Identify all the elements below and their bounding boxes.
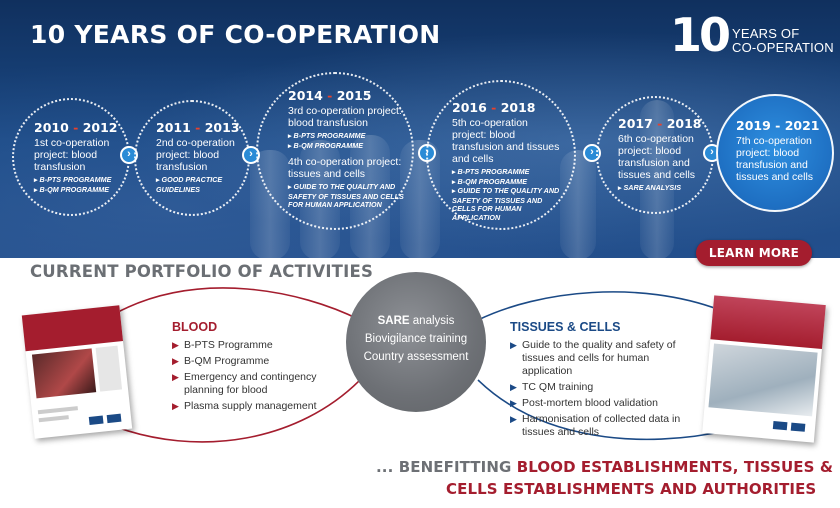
sare-rest: analysis bbox=[409, 315, 455, 327]
timeline-circle-2014-2015[interactable]: 2014 - 2015 3rd co-operation project: bl… bbox=[256, 72, 414, 230]
banner-title: 10 YEARS OF CO-OPERATION bbox=[30, 20, 441, 49]
timeline-title: 1st co-operation project: blood transfus… bbox=[34, 137, 110, 173]
benefit-statement-line1: ... BENEFITTING BLOOD ESTABLISHMENTS, TI… bbox=[376, 458, 833, 476]
timeline-sub: GUIDE TO THE QUALITY AND SAFETY OF TISSU… bbox=[288, 182, 404, 209]
ten-years-logo: 10 YEARS OF CO-OPERATION bbox=[670, 12, 835, 66]
list-item: ▶B-QM Programme bbox=[172, 355, 270, 367]
tissues-title: TISSUES & CELLS bbox=[510, 320, 621, 334]
timeline-years: 2019 - 2021 bbox=[736, 118, 820, 133]
list-item-text: Emergency and contingency planning for b… bbox=[184, 371, 317, 396]
sare-label: SARE bbox=[377, 315, 410, 327]
blood-title: BLOOD bbox=[172, 320, 218, 334]
timeline-title-2: 4th co-operation project: tissues and ce… bbox=[288, 156, 402, 180]
list-item-text: Guide to the quality and safety of tissu… bbox=[522, 339, 676, 377]
list-item: ▶Plasma supply management bbox=[172, 400, 317, 412]
benefit-statement-line2: CELLS ESTABLISHMENTS AND AUTHORITIES bbox=[446, 480, 817, 498]
coe-flag-icon bbox=[106, 413, 122, 424]
cover-photo bbox=[708, 343, 818, 417]
cover-line bbox=[37, 406, 78, 415]
list-item-text: Post-mortem blood validation bbox=[522, 397, 658, 409]
year-end: 2021 bbox=[784, 118, 820, 133]
center-line-country: Country assessment bbox=[363, 351, 469, 363]
timeline-years: 2017 - 2018 bbox=[618, 116, 702, 131]
timeline-sub: GOOD PRACTICE GUIDELINES bbox=[156, 175, 223, 194]
timeline-circle-2019-2021[interactable]: 2019 - 2021 7th co-operation project: bl… bbox=[716, 94, 834, 212]
hero-banner: 10 YEARS OF CO-OPERATION 10 YEARS OF CO-… bbox=[0, 0, 840, 258]
timeline-subs: ▸B-PTS PROGRAMME ▸B-QM PROGRAMME ▸GUIDE … bbox=[452, 167, 560, 222]
year-start: 2019 bbox=[736, 118, 771, 133]
eu-flag-icon bbox=[772, 421, 788, 431]
list-item: ▶Emergency and contingency planning for … bbox=[172, 371, 317, 396]
blood-list: ▶B-PTS Programme ▶B-QM Programme ▶Emerge… bbox=[172, 339, 322, 416]
cover-line bbox=[38, 415, 69, 423]
timeline-circle-2016-2018[interactable]: 2016 - 2018 5th co-operation project: bl… bbox=[426, 80, 576, 230]
center-line-sare: SARE analysis bbox=[346, 312, 486, 330]
learn-more-button[interactable]: LEARN MORE bbox=[696, 240, 812, 266]
timeline-years: 2016 - 2018 bbox=[452, 100, 536, 115]
timeline-subs-2: ▸GUIDE TO THE QUALITY AND SAFETY OF TISS… bbox=[288, 182, 404, 209]
list-item: ▶Post-mortem blood validation bbox=[510, 397, 658, 409]
timeline-years: 2014 - 2015 bbox=[288, 88, 372, 103]
timeline-subs: ▸SARE ANALYSIS bbox=[618, 183, 682, 192]
list-item: ▶Harmonisation of collected data in tiss… bbox=[510, 413, 681, 438]
timeline-years: 2010 - 2012 bbox=[34, 120, 118, 135]
year-start: 2010 bbox=[34, 120, 69, 135]
year-end: 2013 bbox=[204, 120, 240, 135]
timeline-subs: ▸B-PTS PROGRAMME ▸B-QM PROGRAMME bbox=[34, 175, 112, 194]
timeline-title: 2nd co-operation project: blood transfus… bbox=[156, 137, 235, 173]
list-item-text: B-QM Programme bbox=[184, 355, 270, 367]
timeline-sub: B-PTS PROGRAMME bbox=[457, 167, 530, 176]
timeline-sub: B-PTS PROGRAMME bbox=[39, 175, 112, 184]
list-item-text: B-PTS Programme bbox=[184, 339, 273, 351]
timeline-sub: GUIDE TO THE QUALITY AND SAFETY OF TISSU… bbox=[452, 186, 560, 222]
cover-photo bbox=[31, 348, 97, 399]
portfolio-title: CURRENT PORTFOLIO OF ACTIVITIES bbox=[30, 262, 374, 281]
tissues-list: ▶Guide to the quality and safety of tiss… bbox=[510, 339, 688, 442]
timeline-circle-2010-2012[interactable]: 2010 - 2012 1st co-operation project: bl… bbox=[12, 98, 130, 216]
eu-flag-icon bbox=[88, 415, 104, 425]
year-start: 2017 bbox=[618, 116, 653, 131]
year-end: 2012 bbox=[82, 120, 118, 135]
year-start: 2011 bbox=[156, 120, 191, 135]
timeline-years: 2011 - 2013 bbox=[156, 120, 240, 135]
center-line-biovigilance: Biovigilance training bbox=[364, 333, 468, 345]
list-item: ▶Guide to the quality and safety of tiss… bbox=[510, 339, 676, 377]
timeline-sub: B-PTS PROGRAMME bbox=[293, 131, 366, 140]
list-item: ▶TC QM training bbox=[510, 381, 594, 393]
list-item-text: Plasma supply management bbox=[184, 400, 317, 412]
year-start: 2016 bbox=[452, 100, 487, 115]
timeline-sub: B-QM PROGRAMME bbox=[293, 140, 363, 150]
logo-number: 10 bbox=[670, 8, 731, 62]
timeline-sub: SARE ANALYSIS bbox=[623, 183, 682, 192]
timeline-title: 7th co-operation project: blood transfus… bbox=[736, 135, 814, 183]
benefit-highlight-1: BLOOD ESTABLISHMENTS, TISSUES & bbox=[516, 458, 834, 476]
year-start: 2014 bbox=[288, 88, 323, 103]
year-end: 2015 bbox=[336, 88, 372, 103]
list-item-text: TC QM training bbox=[522, 381, 594, 393]
list-item-text: Harmonisation of collected data in tissu… bbox=[522, 413, 681, 438]
list-item: ▶B-PTS Programme bbox=[172, 339, 273, 351]
timeline-subs: ▸GOOD PRACTICE GUIDELINES bbox=[156, 175, 223, 194]
timeline-title: 5th co-operation project: blood transfus… bbox=[452, 117, 560, 165]
cover-header bbox=[710, 295, 826, 349]
year-end: 2018 bbox=[500, 100, 536, 115]
cover-side bbox=[95, 345, 123, 392]
shared-activities-circle: SARE analysis Biovigilance training Coun… bbox=[346, 272, 486, 412]
timeline-title: 6th co-operation project: blood transfus… bbox=[618, 133, 696, 181]
benefit-prefix: ... BENEFITTING bbox=[376, 458, 517, 476]
timeline-title: 3rd co-operation project: blood transfus… bbox=[288, 105, 402, 129]
year-end: 2018 bbox=[666, 116, 702, 131]
timeline-sub: B-QM PROGRAMME bbox=[39, 184, 109, 194]
blood-publication-cover bbox=[21, 305, 133, 439]
coe-flag-icon bbox=[790, 422, 806, 432]
tissues-publication-cover bbox=[702, 295, 826, 443]
logo-line2: CO-OPERATION bbox=[732, 40, 834, 55]
timeline-subs: ▸B-PTS PROGRAMME ▸B-QM PROGRAMME bbox=[288, 131, 366, 150]
logo-line1: YEARS OF bbox=[732, 26, 800, 41]
timeline-sub: B-QM PROGRAMME bbox=[457, 176, 527, 186]
